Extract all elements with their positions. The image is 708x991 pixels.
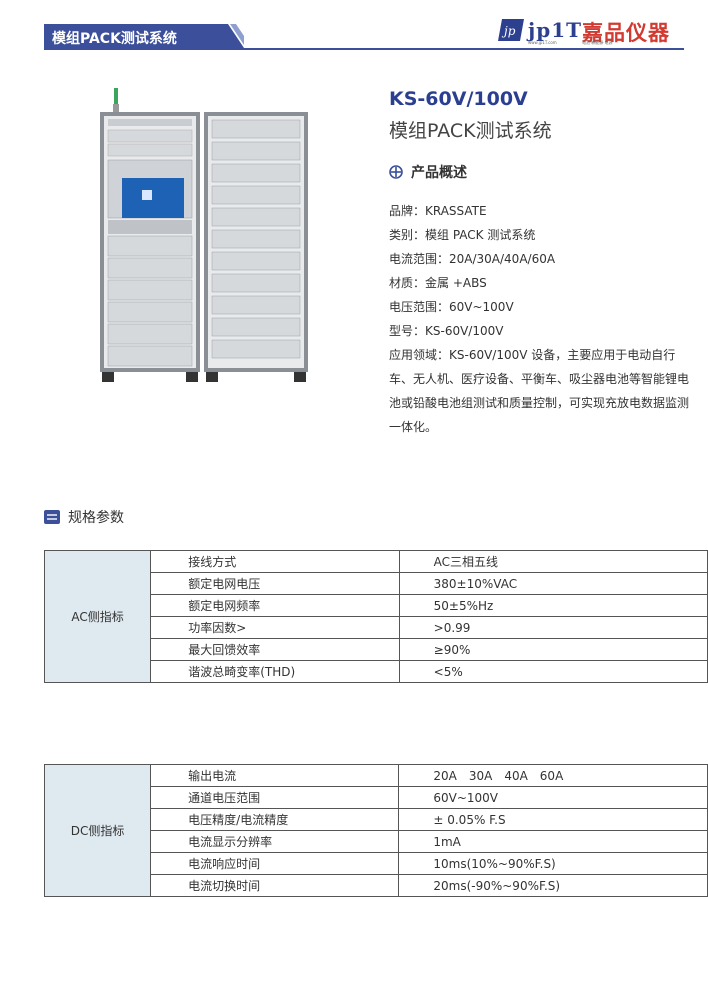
table-value: ± 0.05% F.S (398, 808, 708, 831)
header-title: 模组PACK测试系统 (52, 31, 177, 47)
table-value: 380±10%VAC (398, 572, 708, 595)
table-key: 电压精度/电流精度 (150, 808, 400, 831)
table-row: DC侧指标 输出电流 20A 30A 40A 60A (43, 764, 708, 897)
spec-category: 类别：模组 PACK 测试系统 (389, 228, 536, 242)
dc-group-label: DC侧指标 (43, 764, 152, 897)
table-row: 电流显示分辨率 1mA (45, 830, 708, 853)
table-key: 最大回馈效率 (150, 638, 400, 661)
table-value: >0.99 (398, 616, 708, 639)
logo-brand: jp1T (528, 18, 583, 42)
product-description: 应用领域：KS-60V/100V 设备，主要应用于电动自行车、无人机、医疗设备、… (389, 348, 690, 434)
table-value: 60V~100V (398, 786, 708, 809)
table-key: 接线方式 (150, 550, 400, 573)
table-key: 通道电压范围 (150, 786, 400, 809)
dc-spec-table: DC侧指标 输出电流 20A 30A 40A 60A 通道电压范围 60V~10… (43, 764, 708, 897)
header-banner (44, 24, 244, 50)
table-row: 额定电网频率 50±5%Hz (45, 594, 708, 617)
table-value: 1mA (398, 830, 708, 853)
table-row: 额定电网电压 380±10%VAC (45, 572, 708, 595)
table-value: <5% (398, 660, 708, 683)
table-value: 20ms(-90%~90%F.S) (398, 874, 708, 897)
table-key: 输出电流 (150, 764, 400, 787)
logo-url: www.jp1T.com (528, 40, 557, 45)
table-value: 10ms(10%~90%F.S) (398, 852, 708, 875)
logo-mark-icon: jp (498, 19, 524, 41)
table-row: AC侧指标 接线方式 AC三相五线 (43, 550, 708, 683)
product-image (100, 88, 308, 382)
table-key: 功率因数> (150, 616, 400, 639)
table-value: ≥90% (398, 638, 708, 661)
table-key: 电流显示分辨率 (150, 830, 400, 853)
crosshair-icon (389, 165, 403, 179)
spec-heading: 规格参数 (44, 507, 124, 527)
logo-tagline: 电池·新能源·电源 (582, 40, 613, 45)
spec-heading-label: 规格参数 (68, 510, 124, 526)
table-key: 电流切换时间 (150, 874, 400, 897)
ac-spec-table: AC侧指标 接线方式 AC三相五线 额定电网电压 380±10%VAC 额定电网… (43, 550, 708, 683)
overview-heading-label: 产品概述 (411, 165, 467, 181)
table-value: 50±5%Hz (398, 594, 708, 617)
table-key: 额定电网频率 (150, 594, 400, 617)
spec-current-range: 电流范围：20A/30A/40A/60A (389, 252, 556, 266)
svg-text:jp: jp (501, 24, 516, 38)
table-row: 通道电压范围 60V~100V (45, 786, 708, 809)
spec-model: 型号：KS-60V/100V (389, 324, 504, 338)
product-subtitle: 模组PACK测试系统 (389, 120, 552, 142)
header-divider (44, 48, 684, 50)
spec-material: 材质：金属 +ABS (389, 276, 487, 290)
logo-name: 嘉品仪器 (582, 21, 670, 45)
table-key: 额定电网电压 (150, 572, 400, 595)
product-model: KS-60V/100V (389, 88, 528, 110)
spec-voltage-range: 电压范围：60V~100V (389, 300, 514, 314)
table-value: AC三相五线 (398, 550, 708, 573)
table-value: 20A 30A 40A 60A (398, 764, 708, 787)
settings-list-icon (44, 510, 60, 524)
table-key: 电流响应时间 (150, 852, 400, 875)
table-key: 谐波总畸变率(THD) (150, 660, 400, 683)
ac-group-label: AC侧指标 (43, 550, 152, 683)
table-row: 电压精度/电流精度 ± 0.05% F.S (45, 808, 708, 831)
table-row: 电流切换时间 20ms(-90%~90%F.S) (45, 874, 708, 897)
spec-brand: 品牌：KRASSATE (389, 204, 487, 218)
brand-logo: jp jp1T 嘉品仪器 www.jp1T.com 电池·新能源·电源 (498, 17, 688, 45)
overview-heading: 产品概述 (389, 162, 467, 182)
table-row: 最大回馈效率 ≥90% (45, 638, 708, 661)
table-row: 功率因数> >0.99 (45, 616, 708, 639)
table-row: 谐波总畸变率(THD) <5% (45, 660, 708, 683)
